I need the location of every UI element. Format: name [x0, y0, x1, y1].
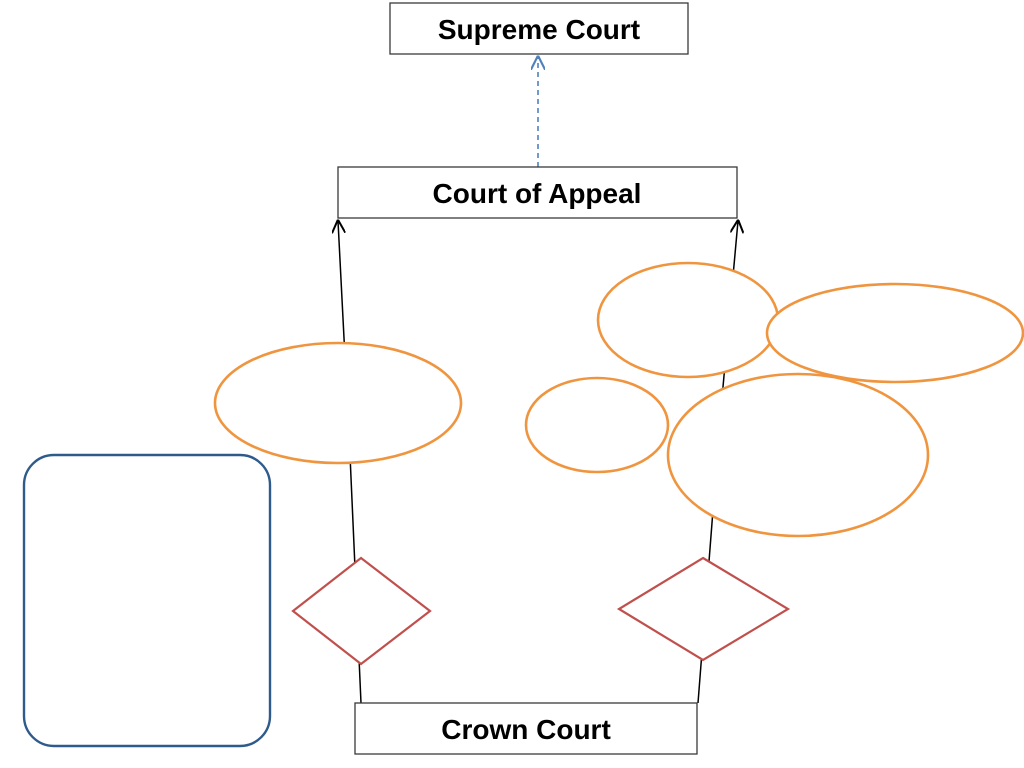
crown-court-label: Crown Court [441, 714, 611, 745]
right-decision-diamond [616, 556, 791, 662]
court-of-appeal-box: Court of Appeal [337, 166, 738, 219]
supreme-court-box: Supreme Court [389, 2, 689, 55]
far-right-ellipse [765, 282, 1024, 384]
supreme-court-label: Supreme Court [438, 14, 640, 45]
large-right-ellipse [666, 372, 930, 538]
right-upper-ellipse [596, 261, 780, 379]
left-rounded-box [22, 453, 272, 748]
left-route-ellipse [213, 341, 463, 465]
crown-court-box: Crown Court [354, 702, 698, 755]
left-decision-diamond [291, 556, 432, 666]
small-middle-ellipse [524, 376, 670, 474]
court-of-appeal-label: Court of Appeal [433, 178, 642, 209]
